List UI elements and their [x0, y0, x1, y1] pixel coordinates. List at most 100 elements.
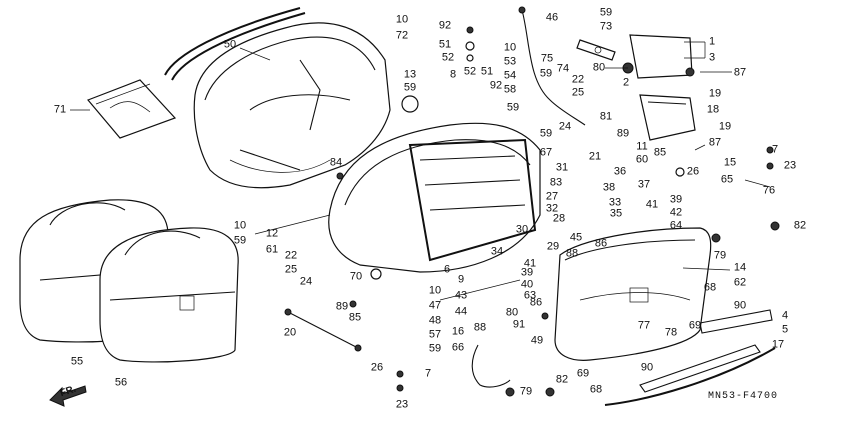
callout-54: 54 — [503, 69, 517, 82]
callout-74: 74 — [556, 62, 570, 75]
callout-66: 66 — [451, 341, 465, 354]
callout-72: 72 — [395, 29, 409, 42]
callout-26: 26 — [370, 361, 384, 374]
trunk-shell-upper — [193, 22, 391, 189]
callout-2: 2 — [622, 76, 630, 89]
callout-7: 7 — [771, 143, 779, 156]
callout-10: 10 — [395, 13, 409, 26]
callout-70: 70 — [349, 270, 363, 283]
callout-32: 32 — [545, 202, 559, 215]
callout-62: 62 — [733, 276, 747, 289]
callout-6: 6 — [443, 263, 451, 276]
callout-8: 8 — [449, 68, 457, 81]
saddlebag-body — [328, 122, 541, 273]
callout-27: 27 — [545, 190, 559, 203]
lamp-housing-18 — [639, 94, 696, 141]
callout-89: 89 — [335, 300, 349, 313]
callout-22: 22 — [284, 249, 298, 262]
callout-20: 20 — [283, 326, 297, 339]
callout-21: 21 — [588, 150, 602, 163]
callout-68: 68 — [589, 383, 603, 396]
callout-88: 88 — [473, 321, 487, 334]
fasteners — [336, 26, 780, 397]
strap-50 — [164, 7, 306, 81]
callout-42: 42 — [669, 206, 683, 219]
callout-88: 88 — [565, 247, 579, 260]
callout-1: 1 — [708, 35, 716, 48]
rod-20 — [284, 308, 362, 352]
callout-18: 18 — [706, 103, 720, 116]
callout-68: 68 — [703, 281, 717, 294]
drawing-code: MN53-F4700 — [707, 391, 778, 402]
callout-52: 52 — [441, 51, 455, 64]
callout-25: 25 — [284, 263, 298, 276]
callout-38: 38 — [602, 181, 616, 194]
callout-79: 79 — [519, 385, 533, 398]
callout-59: 59 — [403, 81, 417, 94]
callout-67: 67 — [539, 146, 553, 159]
callout-56: 56 — [114, 376, 128, 389]
callout-44: 44 — [454, 305, 468, 318]
front-direction-arrow — [49, 385, 87, 407]
cap-59 — [401, 95, 419, 113]
callout-85: 85 — [348, 311, 362, 324]
callout-17: 17 — [771, 338, 785, 351]
callout-39: 39 — [669, 193, 683, 206]
callout-84: 84 — [329, 156, 343, 169]
callout-82: 82 — [555, 373, 569, 386]
callout-50: 50 — [223, 38, 237, 51]
callout-19: 19 — [708, 87, 722, 100]
callout-19: 19 — [718, 120, 732, 133]
callout-49: 49 — [530, 334, 544, 347]
callout-10: 10 — [428, 284, 442, 297]
callout-7: 7 — [424, 367, 432, 380]
callout-81: 81 — [599, 110, 613, 123]
callout-60: 60 — [635, 153, 649, 166]
callout-64: 64 — [669, 219, 683, 232]
callout-63: 63 — [523, 289, 537, 302]
callout-85: 85 — [653, 146, 667, 159]
callout-31: 31 — [555, 161, 569, 174]
callout-92: 92 — [489, 79, 503, 92]
callout-51: 51 — [480, 65, 494, 78]
callout-48: 48 — [428, 314, 442, 327]
callout-89: 89 — [616, 127, 630, 140]
callout-47: 47 — [428, 299, 442, 312]
callout-82: 82 — [793, 219, 807, 232]
callout-55: 55 — [70, 355, 84, 368]
leader-lines — [70, 41, 771, 301]
callout-52: 52 — [463, 65, 477, 78]
callout-14: 14 — [733, 261, 747, 274]
callout-15: 15 — [723, 156, 737, 169]
callout-26: 26 — [686, 165, 700, 178]
callout-92: 92 — [438, 19, 452, 32]
callout-30: 30 — [515, 223, 529, 236]
callout-5: 5 — [781, 323, 789, 336]
callout-90: 90 — [733, 299, 747, 312]
callout-3: 3 — [708, 51, 716, 64]
saddlebag-lid-14 — [554, 227, 712, 361]
callout-57: 57 — [428, 328, 442, 341]
callout-59: 59 — [599, 6, 613, 19]
callout-90: 90 — [640, 361, 654, 374]
callout-75: 75 — [540, 52, 554, 65]
callout-10: 10 — [503, 41, 517, 54]
callout-12: 12 — [265, 227, 279, 240]
callout-34: 34 — [490, 245, 504, 258]
callout-13: 13 — [403, 68, 417, 81]
callout-16: 16 — [451, 325, 465, 338]
callout-59: 59 — [539, 127, 553, 140]
instruction-card-71 — [86, 79, 177, 139]
inner-bag-56 — [99, 227, 239, 363]
callout-33: 33 — [608, 196, 622, 209]
callout-83: 83 — [549, 176, 563, 189]
callout-39: 39 — [520, 266, 534, 279]
callout-58: 58 — [503, 83, 517, 96]
callout-80: 80 — [505, 306, 519, 319]
callout-61: 61 — [265, 243, 279, 256]
callout-87: 87 — [733, 66, 747, 79]
callout-40: 40 — [520, 278, 534, 291]
callout-9: 9 — [457, 273, 465, 286]
callout-28: 28 — [552, 212, 566, 225]
callout-71: 71 — [53, 103, 67, 116]
